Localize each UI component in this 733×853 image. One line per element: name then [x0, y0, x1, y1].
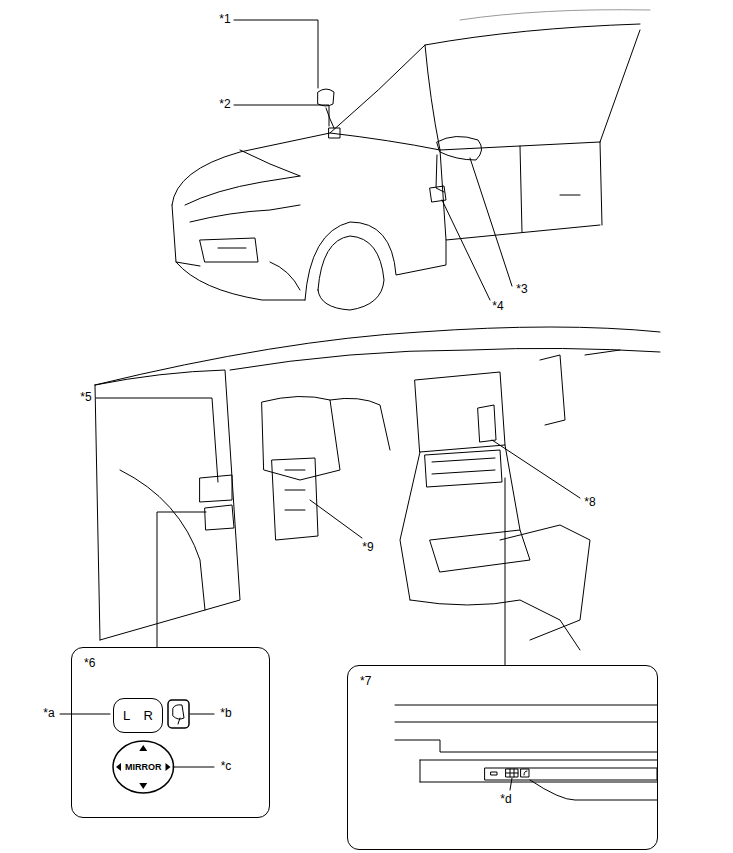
callout-number: *a [42, 707, 55, 720]
callout-number: *d [499, 793, 512, 806]
retract-button-symbol [168, 700, 189, 728]
switch-letter: L [123, 708, 130, 723]
callout-number: *7 [360, 674, 371, 688]
callout-number: *6 [84, 656, 95, 670]
switch-label: MIRROR [125, 762, 162, 772]
vehicle-interior [95, 327, 660, 650]
vehicle-exterior [172, 10, 650, 310]
callout-number: *1 [218, 13, 231, 26]
callout-number: *2 [218, 98, 231, 111]
callout-number: *5 [79, 391, 92, 404]
callout-number: *c [220, 760, 233, 773]
callout-number: *4 [491, 300, 504, 313]
callout-number: *b [219, 707, 232, 720]
callout-number: *9 [361, 541, 374, 554]
callout-number: *8 [583, 496, 596, 509]
panel-detail [395, 705, 657, 800]
switch-letter: R [144, 708, 153, 723]
leader-line [60, 20, 580, 790]
inset-box: *7 [347, 665, 658, 850]
callout-number: *3 [515, 283, 528, 296]
mirror-switch: MIRROR [112, 740, 175, 794]
select-switch: LR [113, 698, 163, 733]
inset-box: *6LR MIRROR [71, 647, 270, 818]
